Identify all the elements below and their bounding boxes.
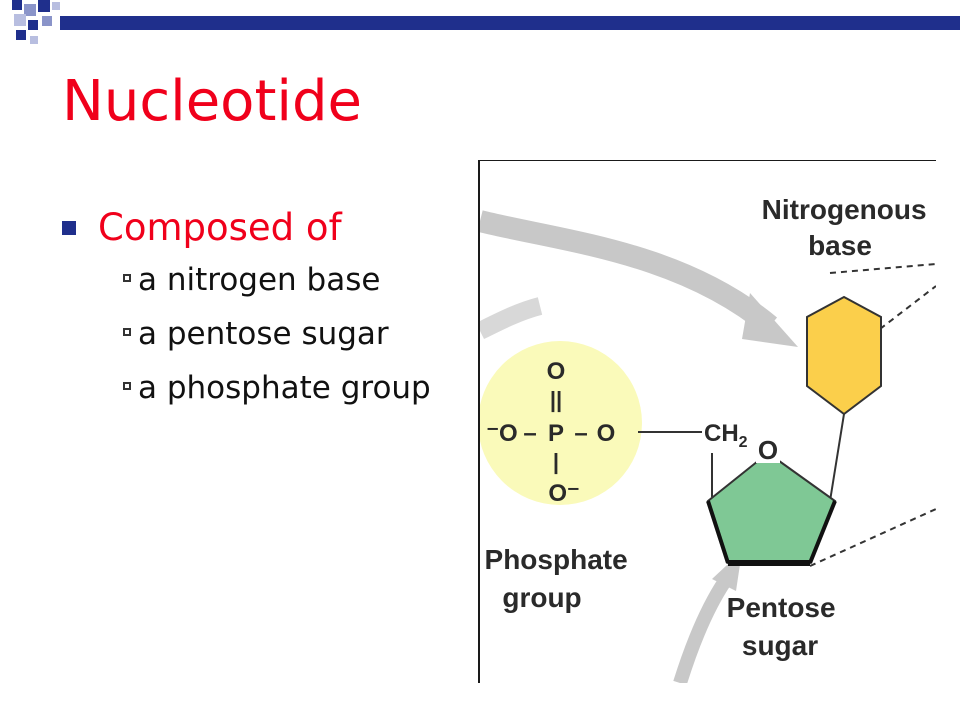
sugar-bottom-right-edge [808, 500, 837, 564]
hollow-square-bullet-icon [123, 328, 131, 336]
label-pentose-sugar-line2: sugar [742, 630, 818, 661]
sub-bullet-nitrogen-base: a nitrogen base [60, 262, 460, 298]
base-hexagon [806, 295, 882, 416]
label-nitrogenous-base: Nitrogenous base [762, 194, 935, 261]
atom-ring-o: O [758, 435, 778, 465]
label-pentose-sugar-line1: Pentose [727, 592, 836, 623]
label-phosphate-group-line2: group [502, 582, 581, 613]
bullet-text: Composed of [98, 206, 342, 249]
label-pentose-sugar: Pentose sugar [727, 592, 844, 661]
arrow-bottom [673, 577, 731, 683]
nucleotide-diagram: O || ⁻O – P – O | O⁻ CH2 O Nitrogenous b… [478, 160, 936, 683]
atom-bond-1: – [523, 420, 536, 447]
atom-bond-2: – [574, 420, 587, 447]
phosphate-circle [480, 341, 642, 505]
curved-arrow-top-head-icon [742, 293, 798, 347]
curved-arrow-left [480, 297, 543, 340]
label-nitrogenous-base-line1: Nitrogenous [762, 194, 927, 225]
ring-oxygen-cutout [756, 429, 780, 463]
atom-o-right: O [597, 420, 616, 447]
dashed-line-base [829, 263, 936, 274]
atom-ch2-main: CH [704, 420, 739, 447]
sub-bullet-pentose-sugar: a pentose sugar [60, 316, 460, 352]
sub-bullet-text: a nitrogen base [138, 262, 381, 298]
label-phosphate-group-line1: Phosphate [485, 544, 628, 575]
atom-o-top: O [547, 358, 566, 385]
decorative-squares [12, 0, 60, 44]
bullet-list: Composed of a nitrogen base a pentose su… [60, 200, 460, 424]
header-bar [60, 16, 960, 30]
curved-arrow-top [480, 210, 778, 335]
label-phosphate-group: Phosphate group [485, 544, 636, 613]
slide-title: Nucleotide [62, 69, 362, 134]
dashed-line-base-2 [879, 285, 936, 330]
sub-bullet-text: a pentose sugar [138, 316, 389, 352]
label-nitrogenous-base-line2: base [808, 230, 872, 261]
atom-double-bond: || [550, 387, 562, 412]
atom-p: P [548, 420, 564, 447]
sub-bullet-phosphate-group: a phosphate group [60, 370, 460, 406]
bullet-composed-of: Composed of [60, 200, 460, 256]
atom-o-neg-left: ⁻O [486, 420, 517, 447]
atom-o-neg-bottom: O⁻ [548, 480, 579, 507]
bond-base-sugar [829, 413, 845, 502]
hollow-square-bullet-icon [123, 274, 131, 282]
nucleotide-diagram-svg: O || ⁻O – P – O | O⁻ CH2 O Nitrogenous b… [480, 194, 936, 683]
atom-ch2: CH2 [704, 420, 748, 451]
atom-bond-down: | [553, 449, 559, 474]
atom-ch2-subscript: 2 [739, 434, 748, 451]
sub-bullet-text: a phosphate group [138, 370, 431, 406]
dashed-line-sugar [809, 508, 936, 567]
hollow-square-bullet-icon [123, 382, 131, 390]
sugar-bottom-left-edge [706, 500, 730, 564]
square-bullet-icon [62, 221, 76, 235]
sub-bullet-list: a nitrogen base a pentose sugar a phosph… [60, 262, 460, 406]
